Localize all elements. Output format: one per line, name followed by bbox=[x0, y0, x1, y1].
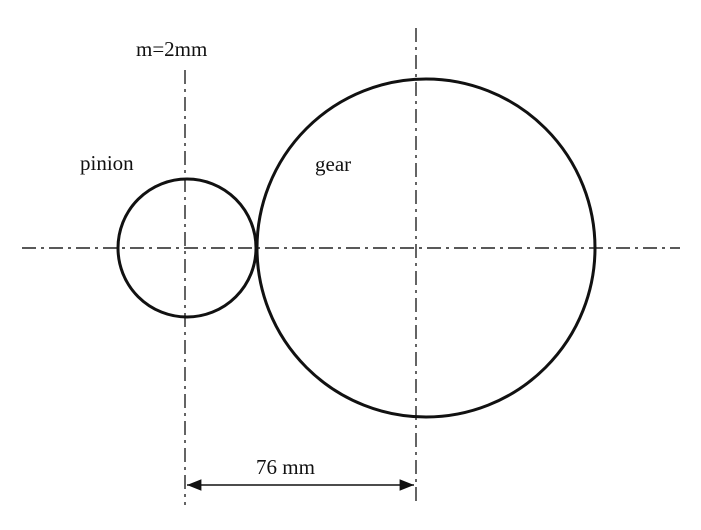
pinion-label: pinion bbox=[80, 151, 134, 175]
center-distance-label: 76 mm bbox=[256, 455, 315, 479]
module-label: m=2mm bbox=[136, 37, 207, 61]
gear-label: gear bbox=[315, 152, 351, 176]
gear-pitch-circle bbox=[255, 77, 597, 419]
